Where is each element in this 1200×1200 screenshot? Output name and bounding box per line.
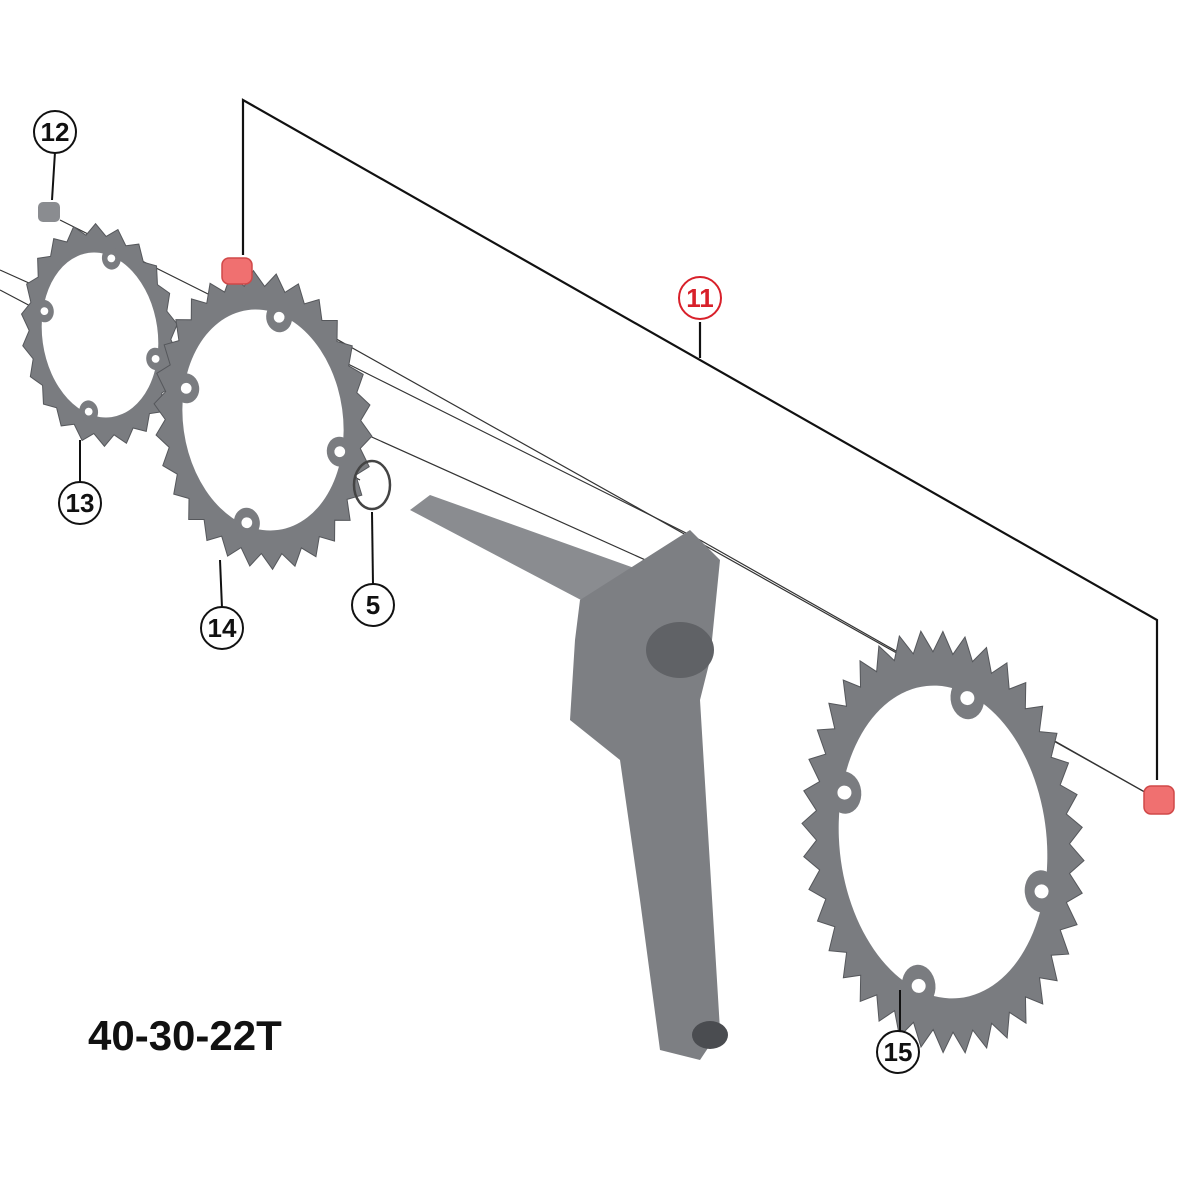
- bolt-hole: [960, 691, 975, 706]
- bolt-hole: [107, 254, 116, 263]
- chainring-bolt: [38, 202, 60, 222]
- chainring-22t: [20, 222, 180, 448]
- callout-number: 13: [66, 488, 95, 518]
- chainring-inner-cutout: [182, 309, 344, 531]
- crank-boss: [646, 622, 714, 678]
- chainring-nut: [221, 257, 253, 285]
- callout-number: 15: [884, 1037, 913, 1067]
- kit-bracket: [241, 98, 1159, 780]
- callout-11: 11: [678, 276, 722, 320]
- bracket-line: [241, 98, 1159, 780]
- chainring-nut: [1143, 785, 1175, 815]
- callout-number: 12: [41, 117, 70, 147]
- spider-bolt-hole: [705, 531, 719, 545]
- callout-number: 14: [208, 613, 237, 643]
- bolt-hole: [911, 978, 926, 993]
- chainring-spec-label: 40-30-22T: [88, 1012, 282, 1059]
- crank-arm-body: [570, 530, 720, 1060]
- chainrings: [20, 222, 1085, 1055]
- callout-leaders: [51, 151, 901, 1032]
- axis-line: [59, 219, 701, 541]
- bolt-hole: [180, 382, 192, 394]
- callout-number: 11: [686, 283, 714, 313]
- crank-arm: [410, 495, 728, 1060]
- callout-number: 5: [366, 590, 380, 620]
- bolt-hole: [334, 446, 346, 458]
- callout-12: 12: [33, 110, 77, 154]
- callout-5: 5: [351, 583, 395, 627]
- chainring-inner-cutout: [838, 685, 1048, 999]
- callout-circle: [33, 110, 77, 154]
- callout-circle: [58, 481, 102, 525]
- bolt-hole: [241, 517, 253, 529]
- callout-13: 13: [58, 481, 102, 525]
- callout-15: 15: [876, 1030, 920, 1074]
- spindle: [410, 495, 650, 610]
- callout-circle: [351, 583, 395, 627]
- bolt-hole: [273, 311, 285, 323]
- chainring-40t: [801, 629, 1085, 1055]
- o-ring: [352, 459, 392, 511]
- callout-circle: [678, 276, 722, 320]
- bolt-hole: [84, 407, 93, 416]
- bolt-hole: [151, 354, 160, 363]
- chainring-inner-cutout: [41, 252, 159, 418]
- chainring-nuts: [221, 257, 1175, 815]
- chainring-30t: [153, 269, 373, 571]
- bolt-hole: [1034, 884, 1049, 899]
- callout-14: 14: [200, 606, 244, 650]
- callout-circle: [200, 606, 244, 650]
- pedal-eye: [692, 1021, 728, 1049]
- spider-bolt-hole: [576, 738, 588, 750]
- callout-circle: [876, 1030, 920, 1074]
- bolt-hole: [40, 307, 49, 316]
- bolt-hole: [837, 785, 852, 800]
